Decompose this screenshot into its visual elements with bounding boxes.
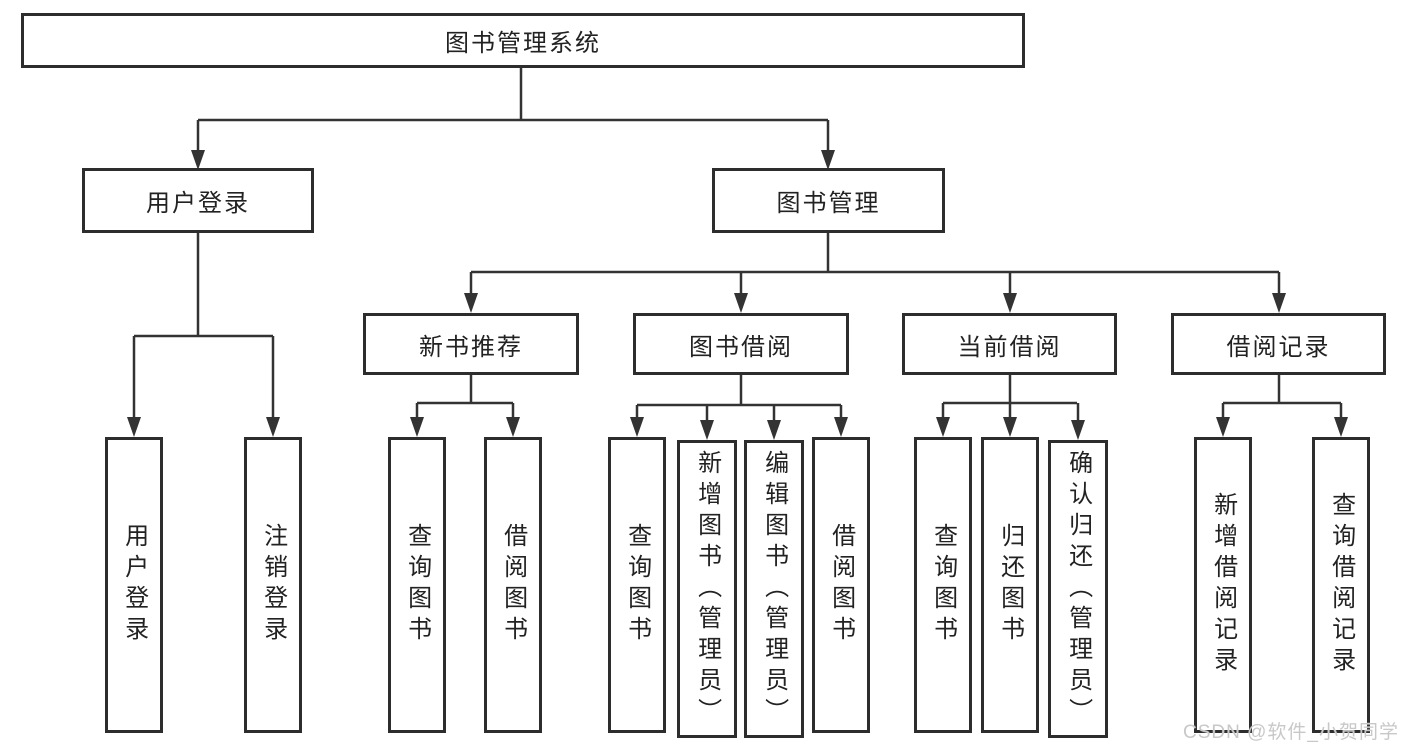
- leaf-return-books: 归还图书: [981, 437, 1039, 733]
- leaf-label: 注销登录: [259, 523, 287, 647]
- node-label: 图书管理系统: [445, 30, 601, 57]
- node-label: 图书借阅: [689, 333, 793, 361]
- leaf-user-login: 用户登录: [105, 437, 163, 733]
- leaf-label: 查询借阅记录: [1327, 492, 1355, 678]
- leaf-label: 归还图书: [996, 523, 1024, 647]
- leaf-query-borrow-record: 查询借阅记录: [1312, 437, 1370, 733]
- leaf-label: 借阅图书: [499, 523, 527, 647]
- node-current-borrowing: 当前借阅: [902, 313, 1117, 375]
- flow-arrowheads: [127, 150, 1348, 440]
- leaf-label: 查询图书: [403, 523, 431, 647]
- leaf-label: 用户登录: [120, 523, 148, 647]
- leaf-query-books-current: 查询图书: [914, 437, 972, 733]
- leaf-label: 新增借阅记录: [1209, 492, 1237, 678]
- leaf-label: 查询图书: [929, 523, 957, 647]
- node-user-login: 用户登录: [82, 168, 314, 233]
- leaf-logout: 注销登录: [244, 437, 302, 733]
- leaf-label: 确认归还（管理员）: [1064, 449, 1092, 729]
- leaf-confirm-return-admin: 确认归还（管理员）: [1048, 440, 1108, 738]
- leaf-label: 新增图书（管理员）: [693, 449, 721, 729]
- leaf-add-borrow-record: 新增借阅记录: [1194, 437, 1252, 733]
- leaf-label: 编辑图书（管理员）: [760, 449, 788, 729]
- node-book-management: 图书管理: [712, 168, 945, 233]
- node-label: 图书管理: [776, 190, 881, 217]
- leaf-query-books-borrowing: 查询图书: [608, 437, 666, 733]
- leaf-query-books-recommend: 查询图书: [388, 437, 446, 733]
- node-root: 图书管理系统: [21, 13, 1025, 68]
- leaf-add-book-admin: 新增图书（管理员）: [677, 440, 737, 738]
- node-label: 新书推荐: [419, 333, 523, 361]
- leaf-label: 借阅图书: [827, 523, 855, 647]
- flow-lines: [132, 68, 1343, 424]
- leaf-borrow-books-recommend: 借阅图书: [484, 437, 542, 733]
- node-borrowing-records: 借阅记录: [1171, 313, 1386, 375]
- node-new-book-recommendation: 新书推荐: [363, 313, 579, 375]
- node-label: 用户登录: [146, 190, 250, 217]
- leaf-borrow-books-borrowing: 借阅图书: [812, 437, 870, 733]
- watermark: CSDN @软件_小贺同学: [1183, 722, 1399, 743]
- node-book-borrowing: 图书借阅: [633, 313, 849, 375]
- node-label: 当前借阅: [957, 333, 1062, 361]
- leaf-edit-book-admin: 编辑图书（管理员）: [744, 440, 804, 738]
- leaf-label: 查询图书: [623, 523, 651, 647]
- node-label: 借阅记录: [1226, 333, 1331, 361]
